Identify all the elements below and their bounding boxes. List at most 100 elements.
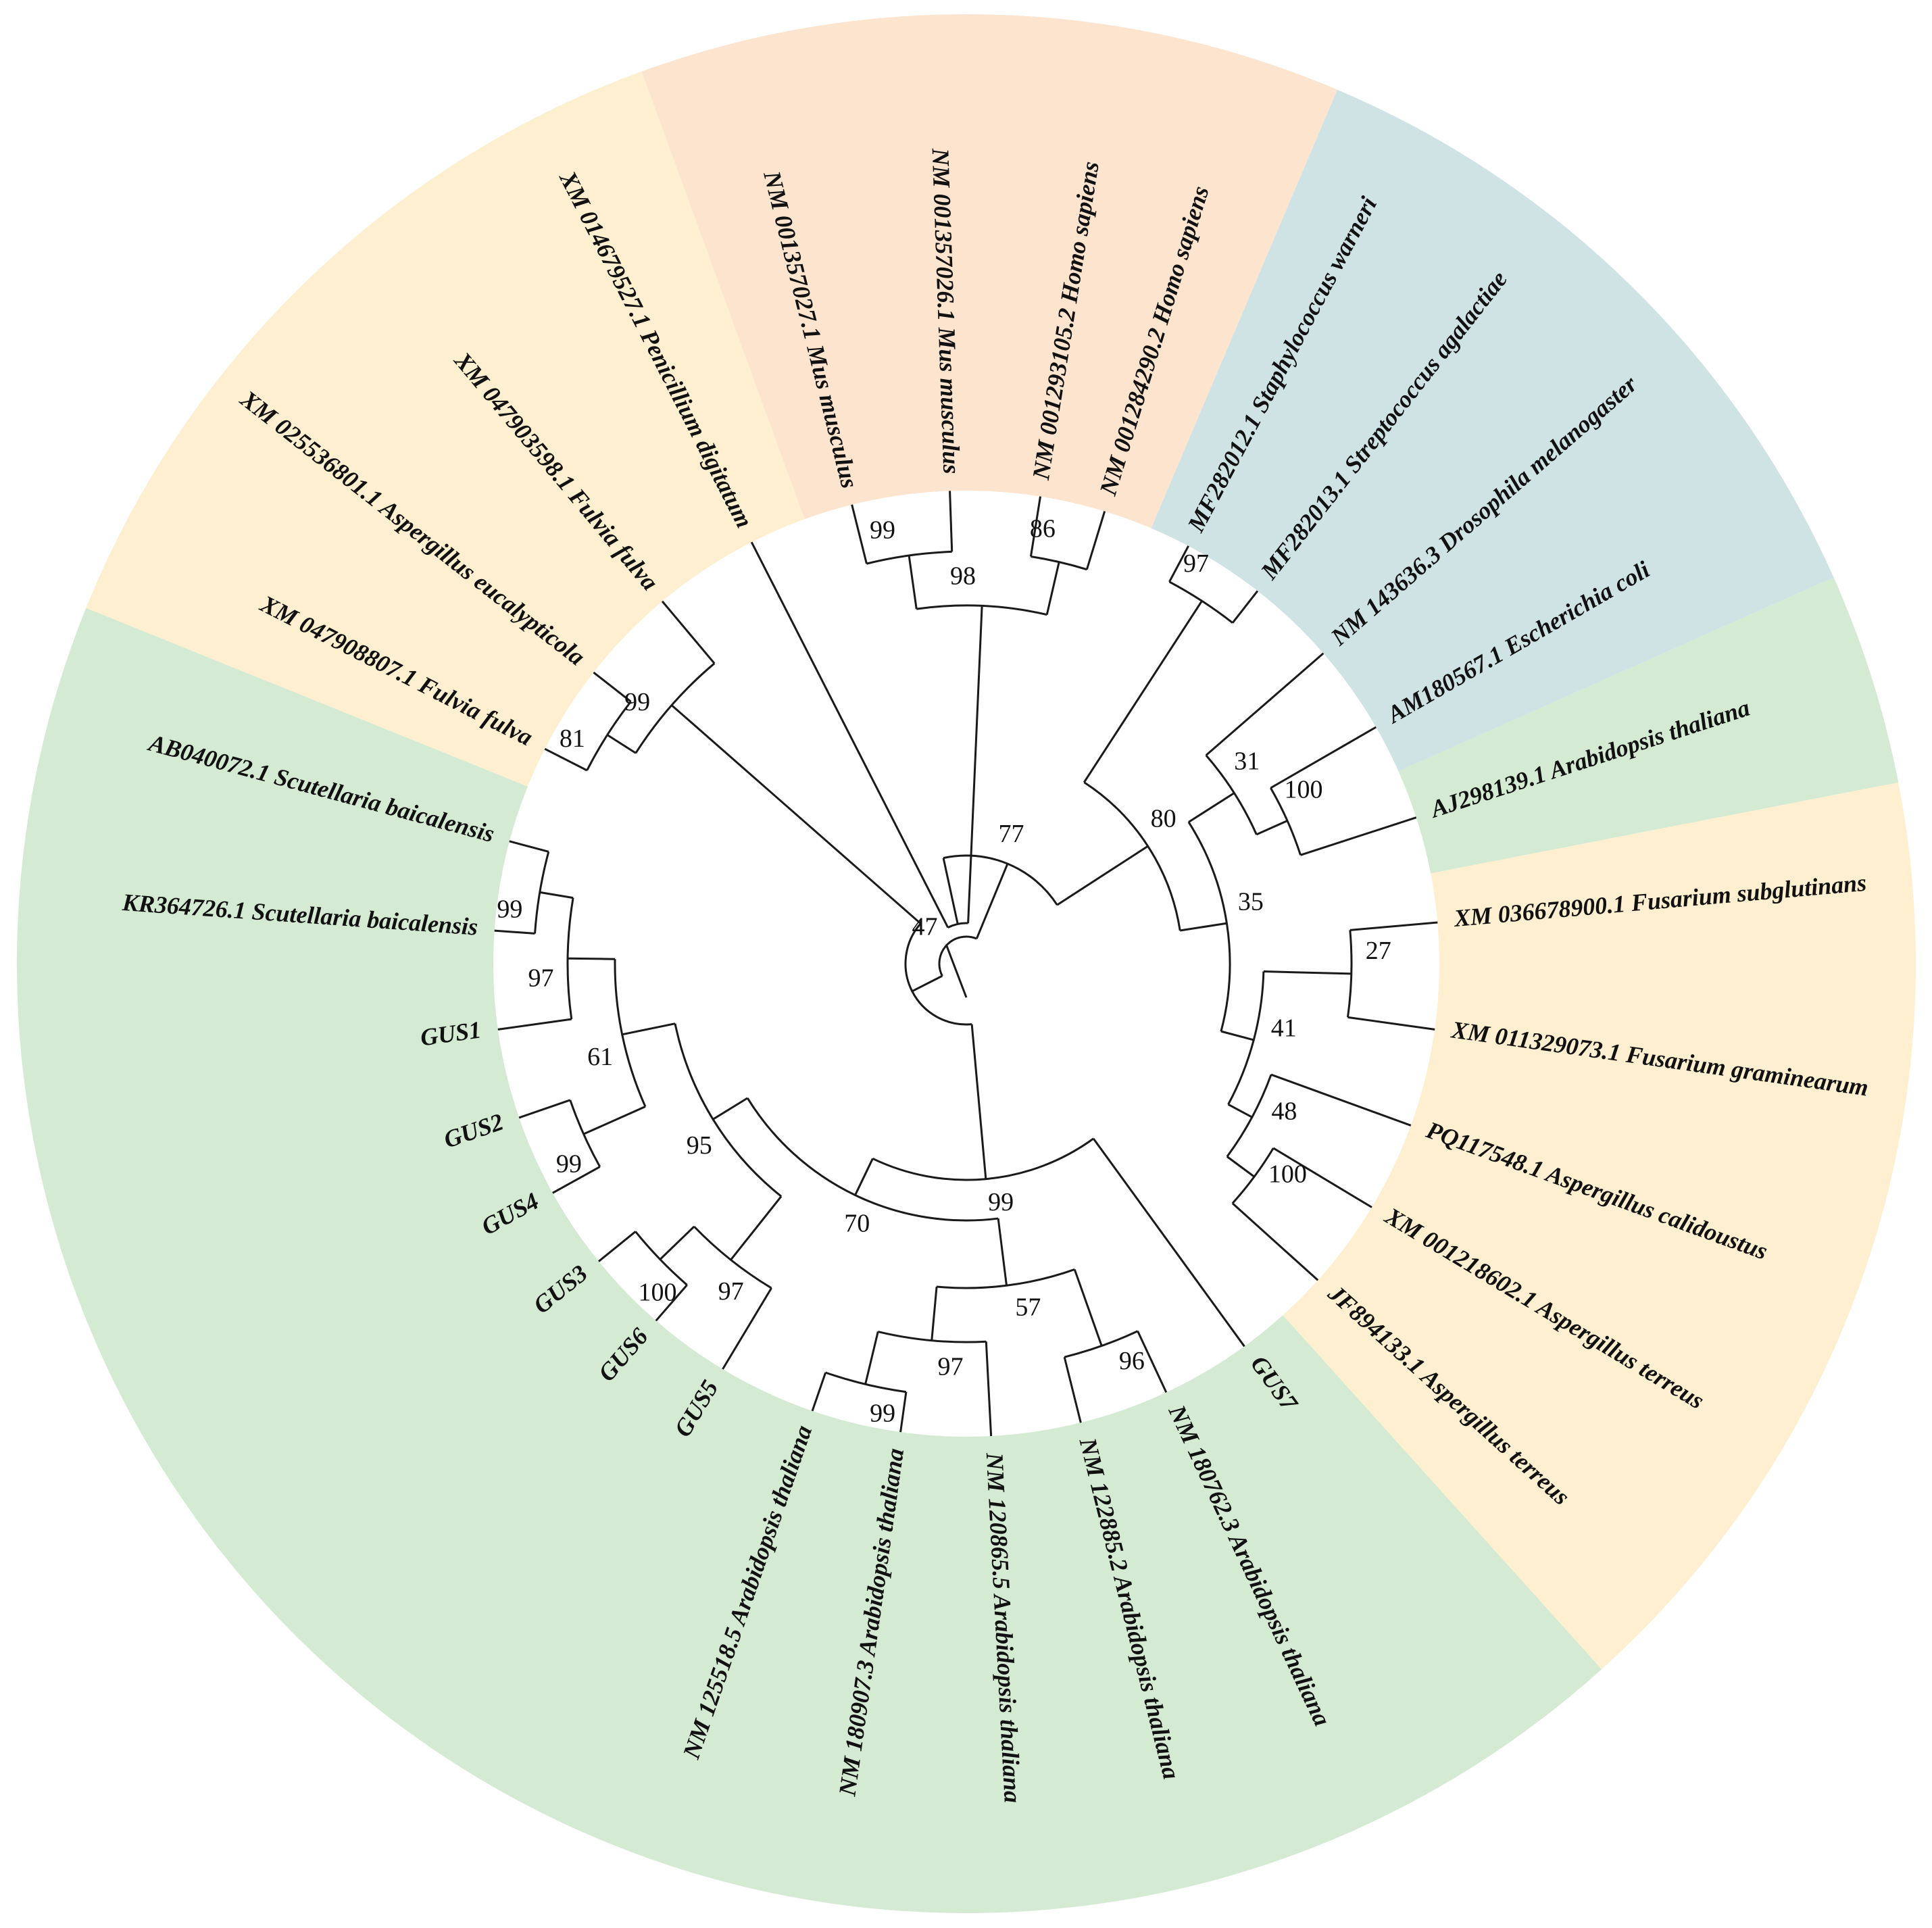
bootstrap-value: 99 bbox=[870, 516, 895, 545]
branch-radial bbox=[1179, 922, 1227, 932]
bootstrap-value: 95 bbox=[687, 1131, 712, 1160]
bootstrap-value: 99 bbox=[497, 895, 522, 924]
bootstrap-value: 27 bbox=[1366, 937, 1391, 965]
branch-radial bbox=[997, 1218, 1008, 1286]
branch-radial bbox=[912, 974, 943, 993]
branch-radial bbox=[722, 1287, 772, 1370]
branch-arc bbox=[1083, 781, 1181, 931]
branch-radial bbox=[622, 1022, 676, 1036]
branch-arc bbox=[1346, 930, 1353, 1018]
branch-radial bbox=[1220, 1030, 1254, 1041]
bootstrap-value: 70 bbox=[844, 1209, 870, 1237]
branch-arc bbox=[1226, 1074, 1272, 1158]
branch-radial bbox=[509, 840, 549, 853]
bootstrap-value: 41 bbox=[1271, 1014, 1297, 1042]
branch-arc bbox=[693, 1225, 772, 1289]
branch-arc bbox=[947, 922, 968, 929]
branch-radial bbox=[583, 1106, 646, 1135]
bootstrap-value: 100 bbox=[1284, 775, 1322, 804]
bootstrap-value: 77 bbox=[999, 820, 1024, 848]
branch-radial bbox=[854, 1158, 874, 1196]
bootstrap-value: 86 bbox=[1030, 515, 1056, 543]
branch-radial bbox=[1349, 921, 1438, 931]
branch-radial bbox=[606, 734, 637, 754]
branch-arc bbox=[635, 662, 716, 754]
branch-arc bbox=[566, 897, 574, 1020]
branch-radial bbox=[908, 555, 918, 610]
bootstrap-value: 100 bbox=[639, 1279, 677, 1307]
branch-arc bbox=[872, 1137, 1094, 1181]
branch-radial bbox=[661, 600, 716, 664]
bootstrap-value: 99 bbox=[988, 1188, 1014, 1216]
branch-radial bbox=[970, 1024, 987, 1179]
branch-radial bbox=[1270, 1073, 1412, 1127]
branch-radial bbox=[1272, 1147, 1372, 1208]
branch-radial bbox=[1270, 726, 1377, 789]
root-stem bbox=[945, 945, 968, 998]
bootstrap-value: 47 bbox=[912, 913, 937, 941]
branch-radial bbox=[497, 1018, 572, 1031]
bootstrap-value: 48 bbox=[1271, 1097, 1297, 1126]
branch-radial bbox=[899, 1391, 908, 1433]
branch-arc bbox=[1031, 555, 1087, 571]
branch-radial bbox=[593, 671, 632, 703]
branch-arc bbox=[614, 959, 647, 1108]
sector-mammal bbox=[641, 14, 1337, 964]
bootstrap-value: 99 bbox=[870, 1399, 895, 1427]
branch-radial bbox=[811, 1372, 827, 1412]
branch-radial bbox=[967, 605, 983, 924]
branch-arc bbox=[674, 1023, 783, 1197]
branch-radial bbox=[1205, 652, 1324, 756]
branch-radial bbox=[1045, 562, 1060, 615]
branch-radial bbox=[1227, 1103, 1253, 1118]
branch-radial bbox=[539, 891, 574, 899]
branch-radial bbox=[730, 1195, 783, 1261]
branch-radial bbox=[1256, 820, 1288, 836]
branch-arc bbox=[635, 1231, 688, 1286]
bootstrap-value: 97 bbox=[1183, 549, 1209, 578]
bootstrap-value: 97 bbox=[718, 1277, 744, 1306]
branch-radial bbox=[712, 1097, 748, 1120]
branch-radial bbox=[659, 1225, 695, 1260]
branch-arc bbox=[1168, 580, 1233, 624]
branch-arc bbox=[1187, 821, 1231, 1032]
bootstrap-value: 100 bbox=[1268, 1160, 1307, 1188]
branch-radial bbox=[1029, 496, 1041, 557]
branch-radial bbox=[864, 1331, 879, 1385]
branch-radial bbox=[1231, 590, 1259, 624]
branch-arc bbox=[569, 1099, 601, 1168]
bootstrap-value: 99 bbox=[624, 688, 650, 716]
branch-radial bbox=[494, 929, 535, 935]
branch-radial bbox=[655, 1284, 688, 1322]
branch-radial bbox=[1226, 1156, 1255, 1178]
bootstrap-value: 81 bbox=[560, 724, 585, 753]
branch-radial bbox=[949, 491, 953, 552]
branch-radial bbox=[1137, 1331, 1168, 1393]
branch-radial bbox=[544, 747, 588, 772]
branch-radial bbox=[670, 704, 922, 924]
branch-radial bbox=[1085, 511, 1106, 570]
branch-radial bbox=[1188, 792, 1235, 823]
branch-arc bbox=[916, 604, 1047, 616]
branch-radial bbox=[598, 1231, 637, 1262]
bootstrap-value: 97 bbox=[528, 964, 553, 992]
bootstrap-value: 96 bbox=[1119, 1347, 1145, 1375]
tree-branches bbox=[494, 491, 1438, 1437]
branch-arc bbox=[904, 922, 972, 1026]
branch-arc bbox=[746, 1097, 999, 1222]
branch-radial bbox=[942, 858, 959, 924]
bootstrap-value: 80 bbox=[1151, 805, 1176, 833]
branch-arc bbox=[825, 1371, 907, 1393]
bootstrap-value: 97 bbox=[937, 1352, 963, 1381]
branch-radial bbox=[750, 541, 949, 929]
branch-radial bbox=[1092, 1138, 1245, 1348]
branch-radial bbox=[1073, 1268, 1103, 1347]
branch-arc bbox=[1064, 1330, 1139, 1358]
branch-arc bbox=[586, 701, 632, 771]
bootstrap-value: 57 bbox=[1015, 1293, 1041, 1322]
branch-arc bbox=[936, 1268, 1075, 1289]
branch-radial bbox=[1347, 1016, 1435, 1031]
bootstrap-value: 61 bbox=[587, 1043, 613, 1071]
